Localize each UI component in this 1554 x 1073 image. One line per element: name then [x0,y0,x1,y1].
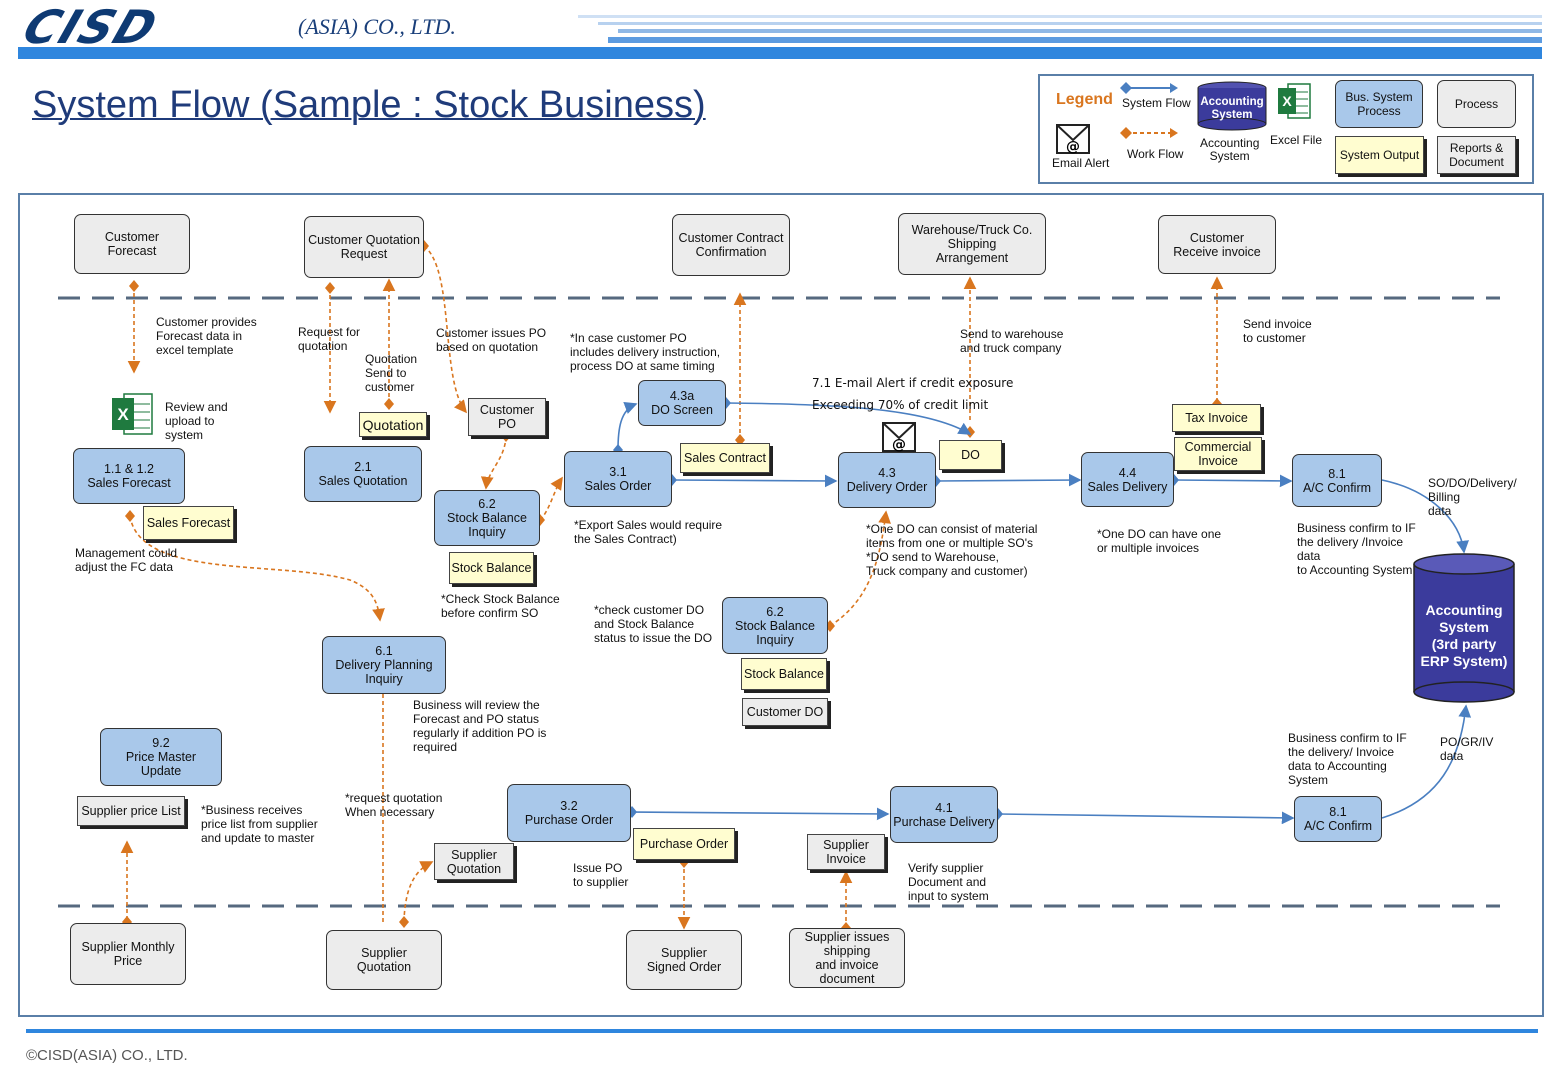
process-4-3a-do-screen: 4.3a DO Screen [638,380,726,426]
note-export-sales: *Export Sales would require the Sales Co… [574,518,723,546]
process-3-2-purchase-order: 3.2 Purchase Order [507,784,631,842]
legend-accounting-db-label: Accounting System [1200,96,1264,121]
note-so-do-data: SO/DO/Delivery/ Billing data [1428,476,1517,518]
email-alert-icon: @ [882,422,916,457]
note-business-confirm-2: Business confirm to IF the delivery/ Inv… [1288,731,1407,787]
legend-title: Legend [1056,91,1113,108]
banner-stripes [18,15,1542,59]
footer-copyright: ©CISD(ASIA) CO., LTD. [26,1047,188,1064]
output-quotation: Quotation [359,412,427,437]
output-sales-forecast: Sales Forecast [143,506,234,540]
svg-text:@: @ [892,437,906,452]
actor-supplier-issues-shipping: Supplier issues shipping and invoice doc… [789,928,905,988]
legend-system-output: System Output [1335,136,1424,174]
legend-reports-document: Reports & Document [1437,136,1516,174]
page-title: System Flow (Sample : Stock Business) [32,84,706,126]
note-one-do-invoices: *One DO can have one or multiple invoice… [1097,527,1222,555]
doc-supplier-price-list: Supplier price List [77,796,185,826]
process-6-1-delivery-planning-inquiry: 6.1 Delivery Planning Inquiry [322,636,446,694]
process-3-1-sales-order: 3.1 Sales Order [564,451,672,507]
excel-icon: X [112,392,154,441]
output-tax-invoice: Tax Invoice [1172,404,1261,432]
company-name: (ASIA) CO., LTD. [298,14,456,39]
svg-text:X: X [1282,93,1292,109]
note-check-customer-do: *check customer DO and Stock Balance sta… [594,603,713,645]
note-email-alert: 7.1 E-mail Alert if credit exposure [812,376,1014,390]
diagram-frame [18,193,1544,1017]
process-6-2-stock-balance-inquiry: 6.2 Stock Balance Inquiry [434,490,540,546]
actor-customer-forecast: Customer Forecast [74,214,190,274]
actor-supplier-signed-order: Supplier Signed Order [626,930,742,990]
legend-email-alert: Email Alert [1052,156,1110,170]
svg-text:X: X [117,405,129,424]
legend-process: Process [1437,80,1516,128]
output-stock-balance-2: Stock Balance [741,658,827,690]
legend-database-icon [1197,81,1267,131]
legend-system-flow: System Flow [1122,96,1191,110]
note-send-invoice: Send invoice to customer [1243,317,1312,345]
process-6-2-stock-balance-inquiry-2: 6.2 Stock Balance Inquiry [722,597,828,654]
doc-supplier-invoice: Supplier Invoice [807,834,885,870]
output-do: DO [939,440,1002,470]
doc-supplier-quotation: Supplier Quotation [434,843,514,880]
process-8-1-ac-confirm: 8.1 A/C Confirm [1292,454,1382,507]
accounting-system-database [1413,553,1515,703]
note-credit-limit: Exceeding 70% of credit limit [812,398,989,412]
actor-customer-receive-invoice: Customer Receive invoice [1158,215,1276,274]
note-verify-supplier: Verify supplier Document and input to sy… [908,861,989,903]
actor-customer-quotation-request: Customer Quotation Request [304,216,424,278]
process-8-1-ac-confirm-2: 8.1 A/C Confirm [1294,796,1382,842]
note-customer-provides-forecast: Customer provides Forecast data in excel… [156,315,257,357]
legend-work-flow: Work Flow [1127,147,1184,161]
output-stock-balance: Stock Balance [449,552,534,584]
note-one-do-materials: *One DO can consist of material items fr… [866,522,1038,578]
svg-text:@: @ [1066,139,1080,154]
note-check-stock-balance: *Check Stock Balance before confirm SO [441,592,560,620]
note-business-confirm-1: Business confirm to IF the delivery /Inv… [1297,521,1416,577]
note-request-quotation: *request quotation When necessary [345,791,443,819]
doc-customer-po: Customer PO [468,398,546,436]
note-customer-issues-po: Customer issues PO based on quotation [436,326,547,354]
actor-supplier-quotation: Supplier Quotation [326,930,442,990]
legend-bus-system-process: Bus. System Process [1335,80,1423,128]
process-1-1-sales-forecast: 1.1 & 1.2 Sales Forecast [73,448,185,504]
footer-line [26,1029,1538,1033]
actor-warehouse-shipping: Warehouse/Truck Co. Shipping Arrangement [898,213,1046,275]
note-quotation-send: Quotation Send to customer [365,352,418,394]
accounting-system-label: Accounting System (3rd party ERP System) [1420,602,1508,669]
note-request-for-quotation: Request for quotation [298,325,361,353]
note-review-upload: Review and upload to system [165,400,228,442]
process-2-1-sales-quotation: 2.1 Sales Quotation [304,446,422,502]
excel-icon: X [1278,82,1312,120]
note-send-to-warehouse: Send to warehouse and truck company [960,327,1064,355]
legend-excel-file: Excel File [1270,133,1323,147]
note-management-adjust: Management could adjust the FC data [75,546,178,574]
output-sales-contract: Sales Contract [680,443,770,473]
note-business-receives: *Business receives price list from suppl… [201,803,318,845]
note-issue-po: Issue PO to supplier [573,861,629,889]
process-4-1-purchase-delivery: 4.1 Purchase Delivery [890,786,998,843]
legend-accounting-caption: Accounting System [1200,136,1260,163]
output-commercial-invoice: Commercial Invoice [1174,437,1262,471]
note-business-review: Business will review the Forecast and PO… [413,698,547,754]
process-4-3-delivery-order: 4.3 Delivery Order [838,452,936,508]
legend-arrows [1120,82,1178,139]
note-po-gr-iv: PO/GR/IV data [1440,735,1494,763]
email-alert-icon: @ [1056,124,1090,159]
actor-supplier-monthly-price: Supplier Monthly Price [70,923,186,985]
process-9-2-price-master-update: 9.2 Price Master Update [100,728,222,786]
note-customer-po-delivery: *In case customer PO includes delivery i… [570,331,721,373]
process-4-4-sales-delivery: 4.4 Sales Delivery [1081,452,1174,507]
actor-customer-contract-confirmation: Customer Contract Confirmation [672,214,790,276]
doc-customer-do: Customer DO [742,698,828,726]
output-purchase-order: Purchase Order [633,828,735,860]
header-banner [18,5,1542,61]
